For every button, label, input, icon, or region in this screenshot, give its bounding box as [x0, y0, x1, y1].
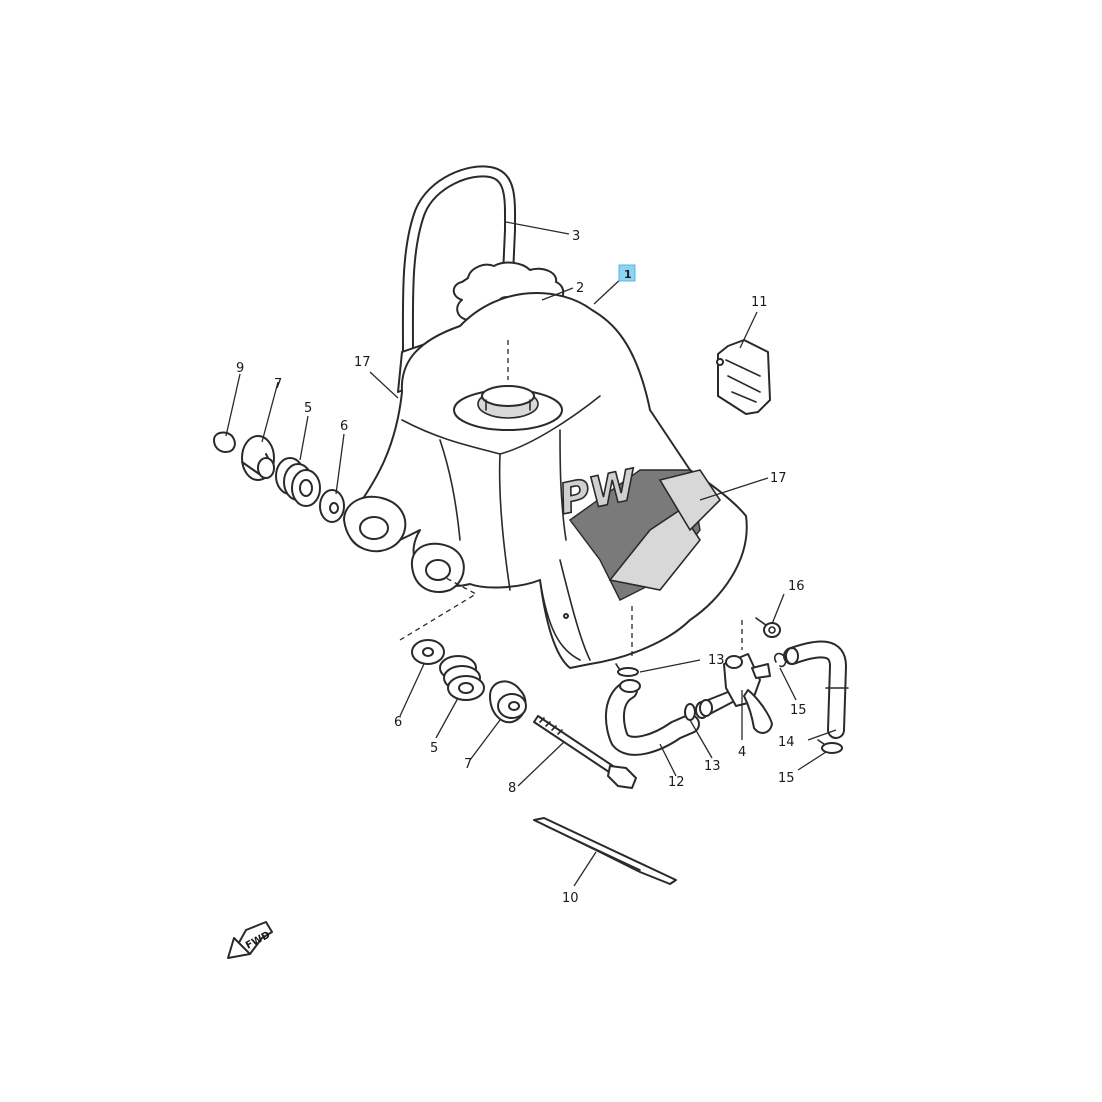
washer-lower-part[interactable] [411, 639, 445, 665]
nut-part[interactable] [213, 431, 236, 453]
callout-15-lower[interactable]: 15 [778, 771, 795, 786]
vent-hose-part[interactable] [783, 640, 849, 739]
fuel-tank-part[interactable]: PW [343, 291, 748, 669]
callout-17-right[interactable]: 17 [770, 471, 787, 486]
emblem-panel-part[interactable] [716, 339, 771, 415]
callout-1-highlight [618, 264, 636, 282]
screw-part[interactable] [755, 617, 781, 638]
callout-labels: 1 2 3 4 5 5 6 6 7 7 8 9 10 11 12 13 13 1… [236, 229, 807, 906]
callout-5-upper[interactable]: 5 [304, 401, 312, 416]
callout-leaders [225, 221, 837, 887]
callout-14[interactable]: 14 [778, 735, 795, 750]
callout-10[interactable]: 10 [562, 891, 579, 906]
forward-direction-arrow: FWD [227, 921, 273, 959]
hose-clip-upper-part[interactable] [773, 652, 787, 668]
callout-7-lower[interactable]: 7 [464, 757, 472, 772]
tank-strip-part[interactable] [533, 817, 677, 885]
callout-11[interactable]: 11 [751, 295, 768, 310]
damper-lower-part[interactable] [439, 655, 485, 701]
callout-4[interactable]: 4 [738, 745, 746, 760]
collar-upper-part[interactable] [241, 435, 275, 481]
fuel-cock-part[interactable] [695, 653, 773, 734]
washer-upper-part[interactable] [319, 489, 345, 523]
callout-5-lower[interactable]: 5 [430, 741, 438, 756]
damper-upper-part[interactable] [275, 457, 321, 507]
bolt-part[interactable] [533, 715, 637, 789]
breather-hose-part[interactable] [401, 165, 517, 358]
callout-13-lower[interactable]: 13 [704, 759, 721, 774]
collar-lower-part[interactable] [489, 680, 527, 724]
callout-1[interactable]: 1 [624, 268, 632, 281]
callout-3[interactable]: 3 [572, 229, 580, 244]
callout-6-lower[interactable]: 6 [394, 715, 402, 730]
callout-17-left[interactable]: 17 [354, 355, 371, 370]
hose-clamp-upper-part[interactable] [615, 663, 639, 677]
callout-13-upper[interactable]: 13 [708, 653, 725, 668]
callout-6-upper[interactable]: 6 [340, 419, 348, 434]
callout-15-upper[interactable]: 15 [790, 703, 807, 718]
callout-8[interactable]: 8 [508, 781, 516, 796]
hose-clip-lower-part[interactable] [817, 739, 843, 754]
fuel-hose-part[interactable] [605, 679, 700, 756]
callout-9[interactable]: 9 [236, 361, 244, 376]
callout-7-upper[interactable]: 7 [274, 377, 282, 392]
assembly-lines [399, 340, 743, 660]
hose-clamp-lower-part[interactable] [684, 703, 696, 721]
callout-16[interactable]: 16 [788, 579, 805, 594]
callout-2[interactable]: 2 [576, 281, 584, 296]
callout-12[interactable]: 12 [668, 775, 685, 790]
